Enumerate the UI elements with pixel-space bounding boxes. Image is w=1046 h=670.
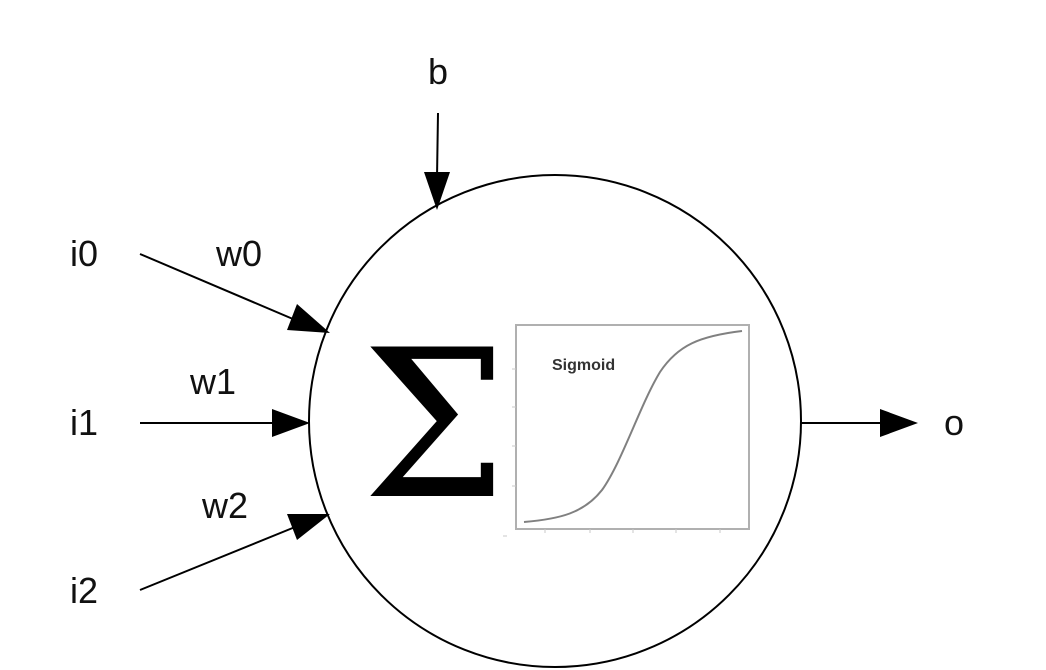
output-arrow [801,409,918,437]
input-arrow-i1 [140,409,310,437]
sigmoid-curve [523,330,743,523]
summation-symbol: Σ [362,307,507,545]
input-label-i0: i0 [70,233,98,274]
weight-label-w2: w2 [201,485,248,526]
bias-label: b [428,51,448,92]
input-arrow-i2 [139,514,330,591]
output-label: o [944,402,964,443]
weight-label-w0: w0 [215,233,262,274]
sigmoid-title: Sigmoid [552,357,615,374]
bias-arrow [424,112,450,210]
sigmoid-ticks [503,368,721,537]
input-label-i2: i2 [70,570,98,611]
weight-label-w1: w1 [189,361,236,402]
sigmoid-plot: Sigmoid [503,324,750,537]
input-arrow-i0 [139,253,330,333]
input-label-i1: i1 [70,402,98,443]
